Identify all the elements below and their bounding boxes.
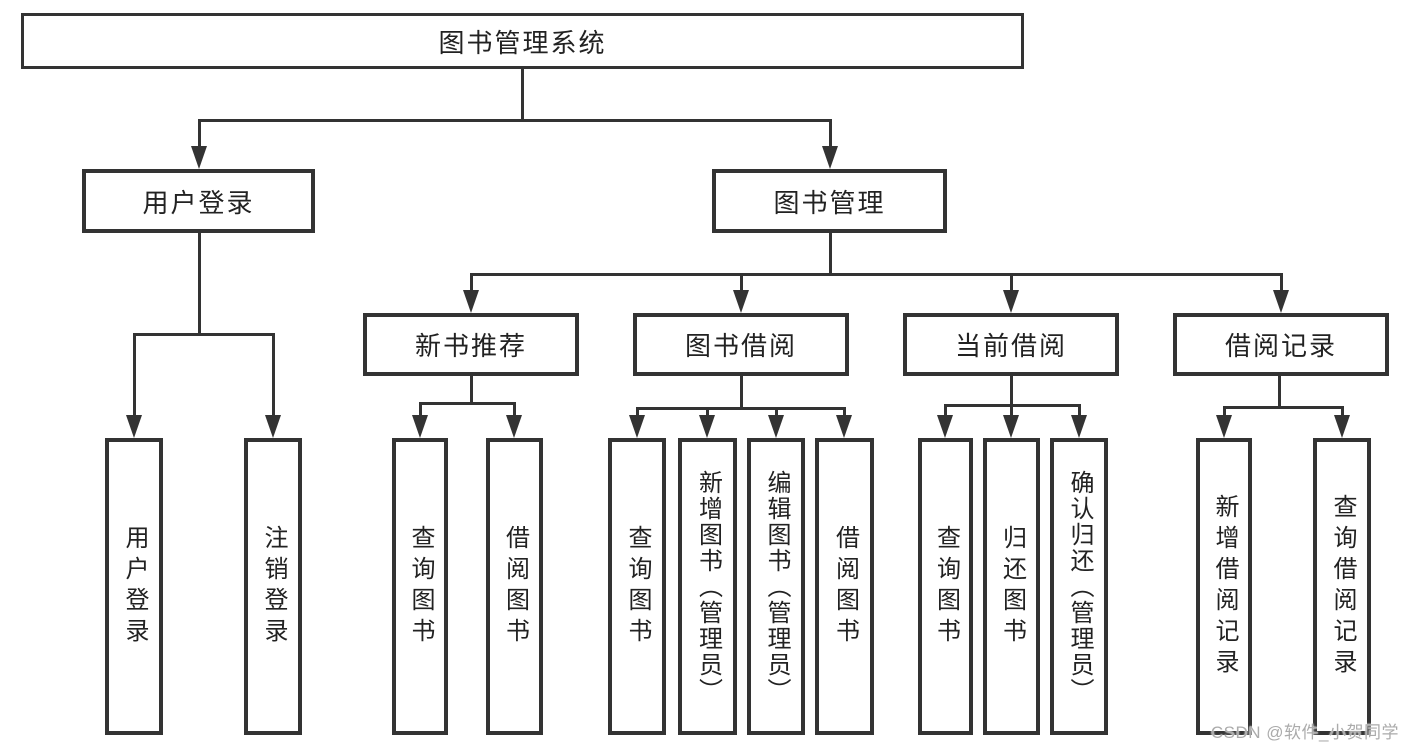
leaf-add-books-admin: 新增图书（管理员）: [678, 438, 737, 735]
node-current-borrow: 当前借阅: [903, 313, 1119, 376]
connector-line: [132, 334, 136, 418]
connector-line: [635, 408, 639, 418]
connector-line: [512, 403, 516, 418]
leaf-edit-books-admin: 编辑图书（管理员）: [747, 438, 805, 735]
arrowhead-icon: [1071, 415, 1087, 438]
leaf-label: 注销登录: [260, 524, 287, 649]
connector-line: [1340, 407, 1344, 418]
node-book-borrow: 图书借阅: [633, 313, 849, 376]
leaf-add-borrow-record: 新增借阅记录: [1196, 438, 1252, 735]
arrowhead-icon: [836, 415, 852, 438]
connector-line: [132, 332, 275, 336]
leaf-label: 借阅图书: [501, 524, 529, 649]
leaf-label: 用户登录: [121, 524, 148, 649]
leaf-logout: 注销登录: [244, 438, 302, 735]
connector-line: [828, 120, 832, 149]
arrowhead-icon: [1273, 290, 1289, 313]
node-label: 用户登录: [142, 187, 255, 218]
connector-line: [828, 233, 832, 276]
connector-line: [418, 401, 516, 405]
arrowhead-icon: [1334, 415, 1350, 438]
arrowhead-icon: [768, 415, 784, 438]
arrowhead-icon: [412, 415, 428, 438]
connector-line: [774, 408, 778, 418]
leaf-return-books: 归还图书: [983, 438, 1040, 735]
node-label: 图书管理: [773, 187, 886, 218]
node-user-login: 用户登录: [82, 169, 315, 233]
leaf-label: 新增借阅记录: [1211, 493, 1238, 680]
leaf-label: 查询借阅记录: [1329, 493, 1356, 680]
leaf-label: 确认归还（管理员）: [1066, 469, 1093, 704]
arrowhead-icon: [629, 415, 645, 438]
leaf-confirm-return-admin: 确认归还（管理员）: [1050, 438, 1108, 735]
node-book-management: 图书管理: [712, 169, 947, 233]
leaf-label: 查询图书: [624, 524, 651, 649]
connector-line: [1009, 405, 1013, 418]
node-label: 图书管理系统: [438, 27, 607, 58]
connector-line: [197, 118, 832, 122]
connector-line: [1277, 376, 1281, 409]
connector-line: [1279, 274, 1283, 293]
arrowhead-icon: [937, 415, 953, 438]
leaf-query-books-borrow: 查询图书: [608, 438, 666, 735]
connector-line: [739, 274, 743, 293]
leaf-label: 借阅图书: [831, 524, 859, 649]
connector-line: [197, 120, 201, 149]
leaf-user-login: 用户登录: [105, 438, 163, 735]
arrowhead-icon: [1003, 290, 1019, 313]
leaf-query-books-recommend: 查询图书: [392, 438, 448, 735]
leaf-query-books-current: 查询图书: [918, 438, 973, 735]
connector-line: [197, 233, 201, 336]
leaf-label: 新增图书（管理员）: [694, 469, 722, 704]
connector-line: [739, 376, 743, 410]
node-label: 图书借阅: [684, 331, 797, 361]
leaf-label: 归还图书: [998, 524, 1026, 649]
connector-line: [469, 272, 1283, 276]
arrowhead-icon: [463, 290, 479, 313]
leaf-label: 查询图书: [932, 524, 960, 649]
node-library-system: 图书管理系统: [21, 13, 1024, 69]
connector-line: [1222, 405, 1344, 409]
arrowhead-icon: [699, 415, 715, 438]
arrowhead-icon: [822, 146, 838, 169]
arrowhead-icon: [506, 415, 522, 438]
connector-line: [1077, 405, 1081, 418]
node-borrow-record: 借阅记录: [1173, 313, 1389, 376]
connector-line: [1009, 274, 1013, 293]
arrowhead-icon: [733, 290, 749, 313]
connector-line: [705, 408, 709, 418]
arrowhead-icon: [191, 146, 207, 169]
connector-line: [469, 376, 473, 405]
arrowhead-icon: [265, 415, 281, 438]
connector-line: [635, 406, 846, 410]
connector-line: [520, 69, 524, 122]
connector-line: [271, 334, 275, 418]
arrowhead-icon: [1003, 415, 1019, 438]
node-label: 借阅记录: [1224, 331, 1337, 361]
node-new-book-recommend: 新书推荐: [363, 313, 579, 376]
leaf-label: 查询图书: [407, 524, 434, 649]
leaf-borrow-books: 借阅图书: [815, 438, 874, 735]
connector-line: [469, 274, 473, 293]
arrowhead-icon: [126, 415, 142, 438]
node-label: 新书推荐: [414, 331, 527, 361]
watermark: CSDN @软件_小贺同学: [1210, 723, 1399, 742]
leaf-borrow-books-recommend: 借阅图书: [486, 438, 543, 735]
connector-line: [842, 408, 846, 418]
node-label: 当前借阅: [954, 331, 1067, 361]
arrowhead-icon: [1216, 415, 1232, 438]
leaf-query-borrow-record: 查询借阅记录: [1313, 438, 1371, 735]
leaf-label: 编辑图书（管理员）: [763, 469, 790, 704]
connector-line: [943, 405, 947, 418]
connector-line: [418, 403, 422, 418]
connector-line: [1009, 376, 1013, 407]
connector-line: [1222, 407, 1226, 418]
